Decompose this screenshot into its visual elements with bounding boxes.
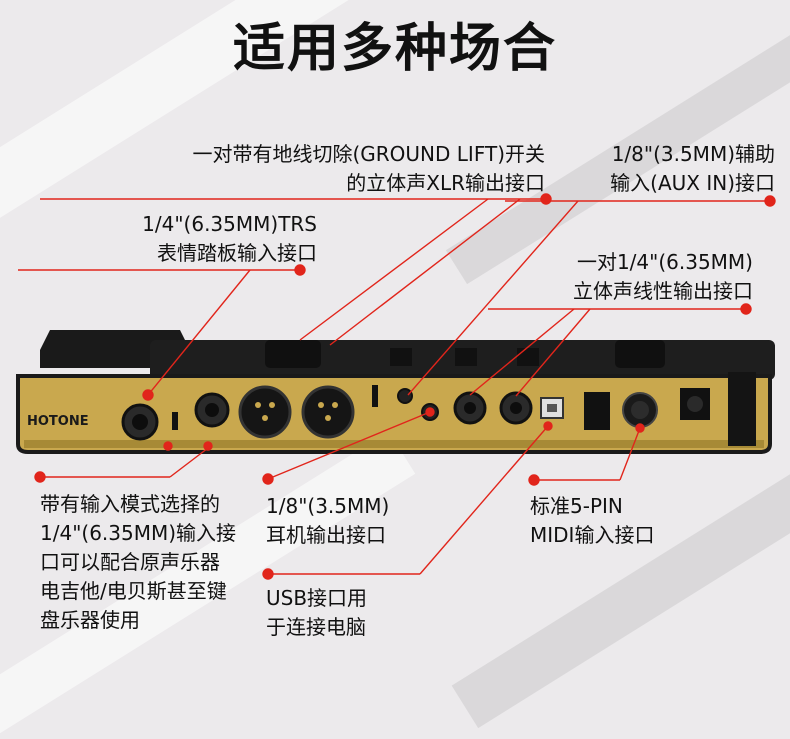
aux-in-jack	[397, 388, 413, 404]
knob	[517, 348, 539, 366]
ground-lift-switch	[372, 385, 378, 407]
knob	[615, 340, 665, 368]
power-switch	[584, 392, 610, 430]
callout-dot	[425, 407, 435, 417]
callout-dot	[528, 474, 540, 486]
panel-edge	[24, 440, 764, 448]
brand-logo: HOTONE	[27, 414, 89, 429]
callout-dot	[740, 303, 752, 315]
callout-aux-in: 1/8"(3.5MM)辅助输入(AUX IN)接口	[610, 142, 775, 195]
multi-effects-pedal-rear-panel: HOTONE	[16, 330, 775, 454]
xlr-output-left	[238, 385, 292, 439]
callout-dot	[262, 473, 274, 485]
page-title: 适用多种场合	[232, 19, 557, 79]
callout-dot	[203, 441, 213, 451]
side-guard	[728, 372, 756, 446]
input-mode-switch	[172, 412, 178, 430]
knob	[390, 348, 412, 366]
callout-dot	[635, 423, 645, 433]
callout-dot	[163, 441, 173, 451]
callout-dot	[543, 421, 553, 431]
callout-dot	[142, 389, 154, 401]
callout-ground-lift: 一对带有地线切除(GROUND LIFT)开关的立体声XLR输出接口	[192, 142, 545, 195]
callout-dot	[34, 471, 46, 483]
xlr-output-right	[301, 385, 355, 439]
expression-pedal-rubber	[40, 330, 185, 368]
callout-leader-lines	[18, 193, 776, 580]
knob	[265, 340, 321, 368]
callout-dot	[294, 264, 306, 276]
knob	[455, 348, 477, 366]
callout-dot	[764, 195, 776, 207]
callout-headphone: 1/8"(3.5MM)耳机输出接口	[266, 494, 390, 547]
callout-line-output: 一对1/4"(6.35MM)立体声线性输出接口	[573, 250, 753, 303]
callout-dot	[262, 568, 274, 580]
callout-usb: USB接口用于连接电脑	[266, 586, 368, 639]
